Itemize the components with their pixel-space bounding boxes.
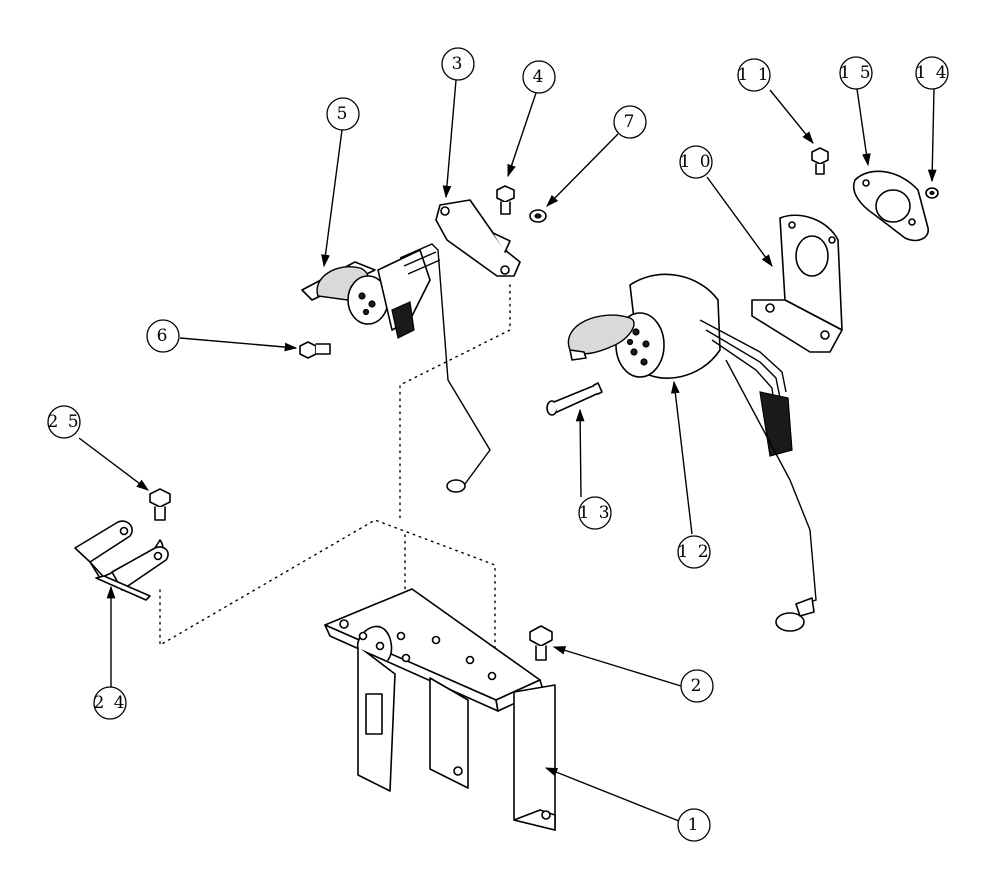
leader-14 bbox=[927, 88, 937, 183]
callout-7: 7 bbox=[613, 105, 647, 139]
leader-25 bbox=[78, 437, 150, 491]
part-bolt-4 bbox=[496, 185, 515, 215]
leader-11 bbox=[769, 89, 814, 144]
callout-label-14: 1 4 bbox=[915, 63, 948, 83]
part-socket-5 bbox=[301, 243, 491, 493]
callout-label-11: 1 1 bbox=[737, 65, 770, 85]
part-nut-14 bbox=[925, 187, 939, 199]
callout-10: 1 0 bbox=[679, 145, 713, 179]
leader-10 bbox=[706, 176, 773, 268]
part-nut-7 bbox=[529, 209, 547, 223]
leader-3 bbox=[442, 79, 457, 199]
part-clip-24 bbox=[74, 520, 169, 601]
callout-2: 2 bbox=[680, 669, 714, 703]
callout-25: 2 5 bbox=[47, 405, 81, 439]
callout-label-5: 5 bbox=[337, 104, 350, 124]
callout-label-4: 4 bbox=[533, 67, 546, 87]
callout-label-3: 3 bbox=[452, 54, 465, 74]
callout-6: 6 bbox=[146, 319, 180, 353]
part-bracket-10 bbox=[751, 214, 843, 353]
leader-12 bbox=[670, 380, 693, 535]
leader-2 bbox=[552, 646, 682, 687]
part-screw-13 bbox=[546, 382, 603, 416]
leader-6 bbox=[179, 337, 298, 352]
callout-12: 1 2 bbox=[677, 535, 711, 569]
part-main-bracket bbox=[324, 588, 556, 831]
callout-label-10: 1 0 bbox=[679, 152, 712, 172]
leader-7 bbox=[546, 133, 619, 207]
callout-5: 5 bbox=[326, 97, 360, 131]
leader-5 bbox=[321, 129, 343, 268]
part-screw-11 bbox=[811, 147, 829, 175]
callout-label-6: 6 bbox=[157, 326, 170, 346]
part-bolt-25 bbox=[149, 488, 171, 521]
callout-label-1: 1 bbox=[688, 815, 701, 835]
callout-label-7: 7 bbox=[624, 112, 637, 132]
callout-label-2: 2 bbox=[691, 676, 704, 696]
callout-14: 1 4 bbox=[915, 56, 949, 90]
callout-label-13: 1 3 bbox=[578, 503, 611, 523]
callout-15: 1 5 bbox=[839, 56, 873, 90]
callout-label-12: 1 2 bbox=[677, 542, 710, 562]
leader-4 bbox=[507, 92, 537, 178]
leader-15 bbox=[856, 88, 871, 167]
part-bracket-3 bbox=[435, 199, 521, 277]
part-gasket-15 bbox=[853, 170, 929, 242]
callout-24: 2 4 bbox=[93, 686, 127, 720]
callout-1: 1 bbox=[677, 808, 711, 842]
leader-1 bbox=[544, 767, 690, 826]
callout-11: 1 1 bbox=[737, 58, 771, 92]
callout-label-15: 1 5 bbox=[839, 63, 872, 83]
callout-4: 4 bbox=[522, 60, 556, 94]
part-socket-12 bbox=[567, 273, 817, 632]
part-bolt-2 bbox=[529, 625, 553, 661]
callout-label-25: 2 5 bbox=[47, 412, 80, 432]
callout-3: 3 bbox=[441, 47, 475, 81]
callout-13: 1 3 bbox=[578, 496, 612, 530]
callout-label-24: 2 4 bbox=[93, 693, 126, 713]
leader-13 bbox=[575, 408, 585, 498]
leader-lines bbox=[78, 79, 937, 826]
part-bolt-6 bbox=[299, 341, 331, 359]
